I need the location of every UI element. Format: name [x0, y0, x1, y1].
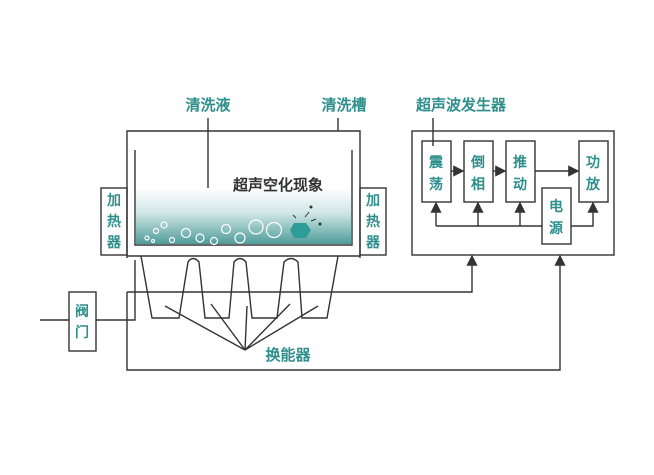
- heater-right: [359, 187, 387, 256]
- driver-char: 推: [513, 154, 527, 171]
- bubble: [265, 221, 283, 239]
- heater-right-char: 加: [365, 193, 380, 209]
- cavitation-label: 超声空化现象: [232, 176, 323, 194]
- bubble: [248, 219, 264, 235]
- cleaning-tank-label: 清洗槽: [321, 96, 366, 114]
- inverter-char: 倒: [470, 154, 485, 171]
- power-supply-char: 源: [549, 220, 563, 237]
- power-wire: [126, 254, 566, 371]
- bubble: [220, 223, 232, 235]
- amplifier-char: 放: [585, 176, 601, 193]
- transducer-leader-lines: [164, 303, 319, 351]
- valve-char: 阀: [75, 303, 89, 320]
- amplifier-char: 功: [586, 155, 600, 171]
- power-to-amp-arrow: [571, 201, 599, 227]
- particle-gem-icon: [290, 223, 311, 238]
- bubble: [180, 227, 192, 239]
- bubbles: [144, 219, 283, 246]
- tank-inner-wall: [134, 150, 353, 246]
- cleaning-liquid-label: 清洗液: [185, 96, 231, 114]
- bubble: [195, 233, 205, 243]
- heater-left-char: 热: [107, 213, 121, 230]
- valve-to-tank-pipe: [96, 260, 136, 321]
- heater-right-char: 热: [366, 213, 380, 230]
- heater-right-char: 器: [365, 235, 381, 251]
- heater-left: [100, 187, 128, 256]
- transducer-array: [140, 255, 339, 319]
- transducer-label: 换能器: [265, 346, 311, 364]
- driver-char: 动: [513, 176, 527, 193]
- oscillator-char: 荡: [429, 176, 443, 193]
- bubble: [209, 236, 219, 246]
- valve-char: 门: [75, 324, 89, 341]
- power-supply-block: [541, 187, 572, 245]
- bubble: [152, 227, 160, 235]
- bubble: [168, 236, 176, 244]
- heater-left-char: 器: [106, 235, 122, 251]
- oscillator-char: 震: [428, 155, 444, 171]
- cleaning-liquid: [136, 188, 351, 244]
- heater-left-char: 加: [106, 193, 121, 209]
- generator-label: 超声波发生器: [415, 96, 507, 114]
- inverter-char: 相: [471, 176, 485, 193]
- generator-box: [411, 130, 615, 256]
- bubble: [144, 235, 150, 241]
- bubble: [150, 238, 156, 244]
- power-supply-char: 电: [549, 198, 563, 215]
- signal-wire: [127, 254, 478, 293]
- bubble: [234, 232, 246, 244]
- spark-icon: [292, 205, 322, 226]
- valve: [68, 291, 97, 352]
- bubble: [160, 221, 168, 229]
